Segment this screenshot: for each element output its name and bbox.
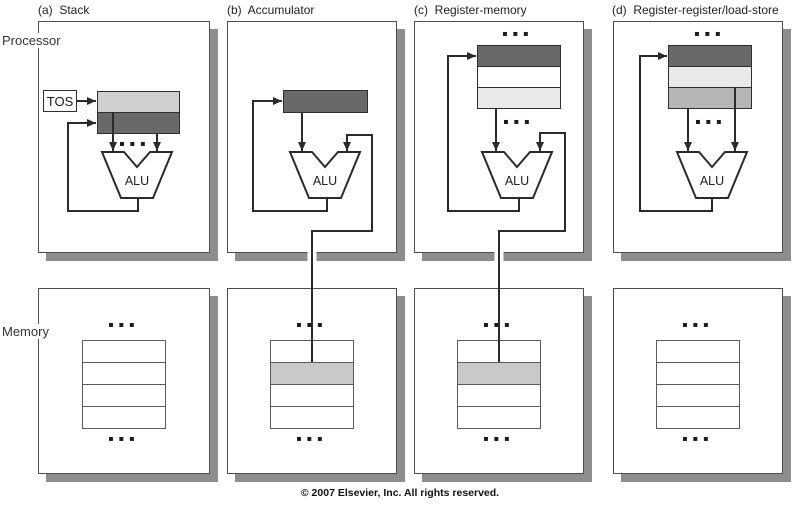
memory-row	[657, 341, 739, 362]
memory-row	[83, 362, 165, 384]
memory-row	[271, 341, 353, 362]
memory-row	[657, 362, 739, 384]
register-row	[669, 46, 751, 66]
alu-label-b: ALU	[312, 174, 338, 188]
panel-a-title: (a) Stack	[38, 3, 90, 17]
ellipsis-c-regs-top: ▪▪▪	[502, 29, 534, 38]
memory-row	[83, 406, 165, 428]
register-row	[669, 66, 751, 87]
register-row	[478, 66, 560, 87]
panel-c-title: (c) Register-memory	[414, 3, 527, 17]
memory-row	[458, 384, 540, 406]
register-file-d	[668, 45, 752, 109]
memory-row	[458, 341, 540, 362]
register-row	[98, 112, 179, 133]
memory-row-highlighted	[458, 362, 540, 384]
ellipsis-mem-b-bottom: ▪▪▪	[296, 434, 328, 443]
ellipsis-d-operands: ▪▪▪	[695, 117, 727, 126]
memory-array-b	[270, 340, 354, 429]
ellipsis-mem-b-top: ▪▪▪	[296, 320, 328, 329]
memory-row	[271, 406, 353, 428]
memory-row	[657, 384, 739, 406]
alu-label-d: ALU	[699, 174, 725, 188]
copyright-caption: © 2007 Elsevier, Inc. All rights reserve…	[300, 487, 500, 499]
memory-array-c	[457, 340, 541, 429]
memory-array-a	[82, 340, 166, 429]
register-row	[284, 91, 367, 112]
memory-row	[83, 384, 165, 406]
memory-array-d	[656, 340, 740, 429]
register-file-c	[477, 45, 561, 109]
memory-label: Memory	[2, 324, 52, 339]
alu-label-a: ALU	[124, 174, 150, 188]
ellipsis-mem-a-bottom: ▪▪▪	[108, 434, 140, 443]
panel-b-title: (b) Accumulator	[227, 3, 315, 17]
ellipsis-mem-c-top: ▪▪▪	[483, 320, 515, 329]
register-row	[98, 92, 179, 112]
processor-label: Processor	[2, 33, 64, 48]
processor-box-a	[38, 21, 210, 253]
ellipsis-mem-d-bottom: ▪▪▪	[682, 434, 714, 443]
register-row	[669, 87, 751, 108]
ellipsis-a-operands: ▪▪▪	[119, 139, 151, 148]
tos-label: TOS	[46, 93, 74, 109]
ellipsis-mem-a-top: ▪▪▪	[108, 320, 140, 329]
processor-box-b	[227, 21, 397, 253]
memory-row	[271, 384, 353, 406]
register-row	[478, 46, 560, 66]
memory-row-highlighted	[271, 362, 353, 384]
memory-row	[458, 406, 540, 428]
memory-row	[83, 341, 165, 362]
tos-box: TOS	[43, 90, 77, 112]
accumulator-register	[283, 90, 368, 113]
ellipsis-d-regs-top: ▪▪▪	[694, 29, 726, 38]
stack-registers	[97, 91, 180, 134]
ellipsis-c-operands: ▪▪▪	[503, 117, 535, 126]
ellipsis-mem-d-top: ▪▪▪	[682, 320, 714, 329]
register-row	[478, 87, 560, 108]
panel-d-title: (d) Register-register/load-store	[612, 3, 779, 17]
memory-row	[657, 406, 739, 428]
alu-label-c: ALU	[504, 174, 530, 188]
ellipsis-mem-c-bottom: ▪▪▪	[483, 434, 515, 443]
